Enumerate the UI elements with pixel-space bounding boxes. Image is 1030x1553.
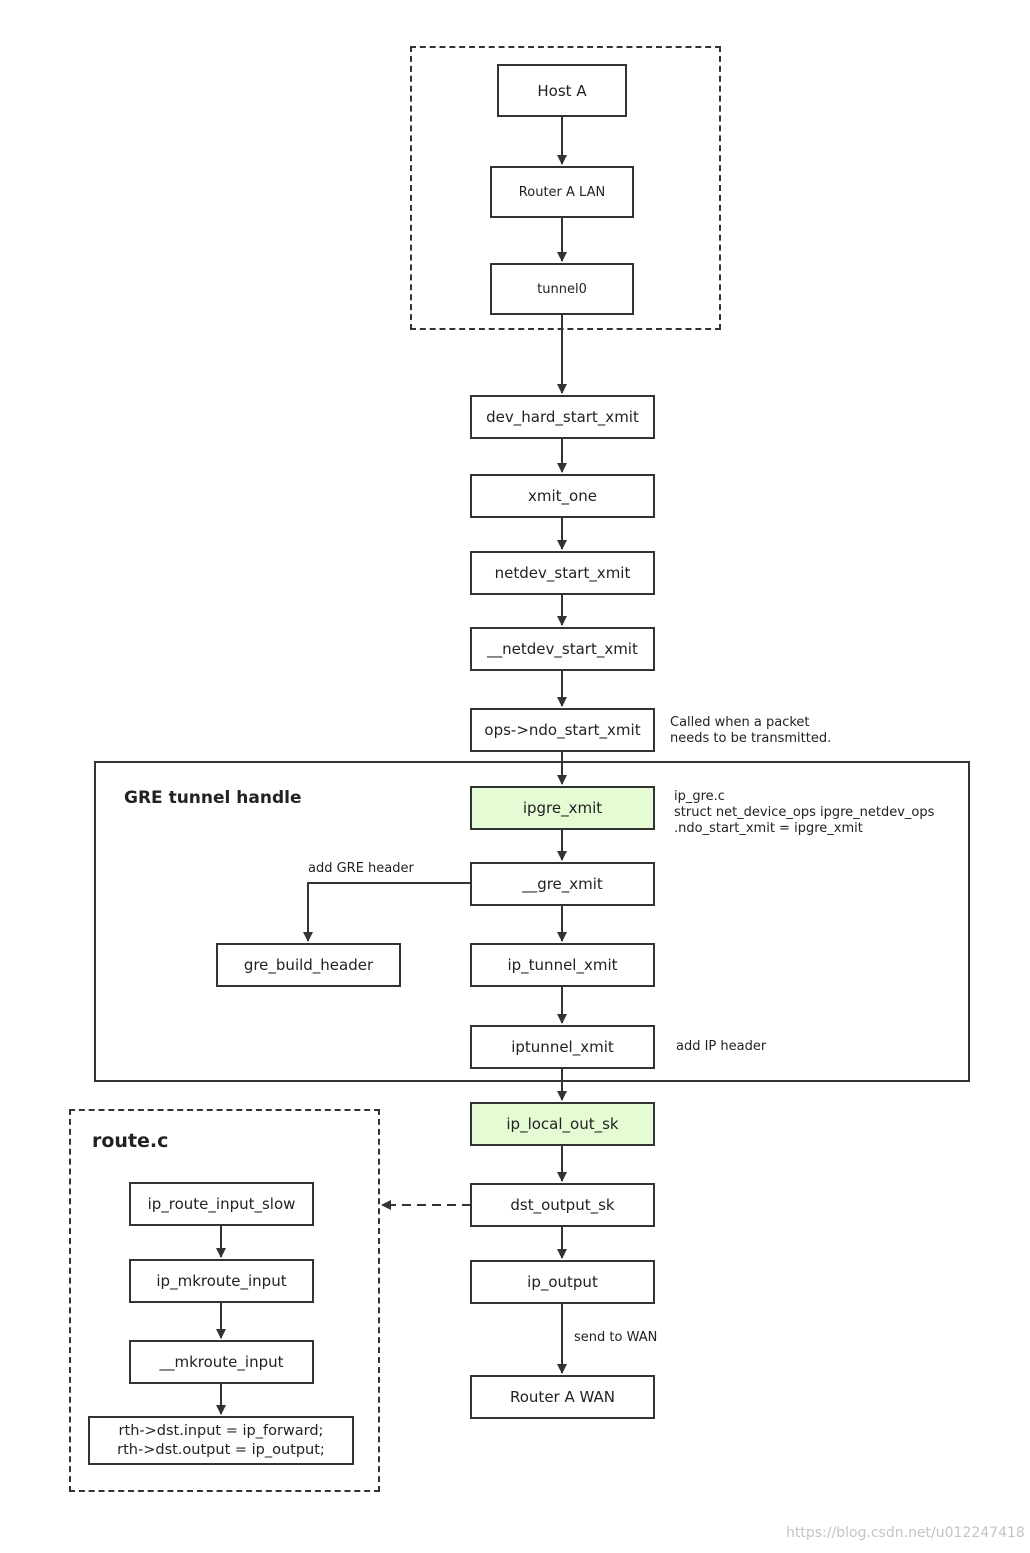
note-called-when: Called when a packet needs to be transmi… (670, 715, 831, 747)
node-router-a-lan: Router A LAN (490, 166, 634, 218)
arrow-__gre-to-gre-build-header (303, 882, 471, 942)
gre-tunnel-group (94, 761, 970, 1082)
node-rth-assignments: rth->dst.input = ip_forward; rth->dst.ou… (88, 1416, 354, 1465)
note-send-to-wan: send to WAN (574, 1330, 658, 1345)
node-netdev-start-xmit: netdev_start_xmit (470, 551, 655, 595)
node-ndo-start-xmit: ops->ndo_start_xmit (470, 708, 655, 752)
note-called-line-2: needs to be transmitted. (670, 731, 832, 746)
note-ipgre-line-1: ip_gre.c (674, 789, 725, 804)
rth-line-output: rth->dst.output = ip_output; (117, 1441, 325, 1458)
node-ip-tunnel-xmit: ip_tunnel_xmit (470, 943, 655, 987)
host-side-group (410, 46, 721, 330)
note-add-gre-header: add GRE header (308, 861, 414, 876)
note-add-ip-header: add IP header (676, 1039, 767, 1054)
node-host-a: Host A (497, 64, 627, 117)
note-ipgre-ops: ip_gre.c struct net_device_ops ipgre_net… (674, 789, 934, 837)
node-__netdev-start-xmit: __netdev_start_xmit (470, 627, 655, 671)
watermark: https://blog.csdn.net/u012247418 (786, 1525, 1025, 1541)
node-ip-mkroute-input: ip_mkroute_input (129, 1259, 314, 1303)
node-ip-local-out-sk: ip_local_out_sk (470, 1102, 655, 1146)
note-called-line-1: Called when a packet (670, 715, 810, 730)
node-tunnel0: tunnel0 (490, 263, 634, 315)
node-__mkroute-input: __mkroute_input (129, 1340, 314, 1384)
node-gre-build-header: gre_build_header (216, 943, 401, 987)
node-dst-output-sk: dst_output_sk (470, 1183, 655, 1227)
gre-group-title: GRE tunnel handle (124, 788, 302, 808)
node-xmit-one: xmit_one (470, 474, 655, 518)
route-c-group (69, 1109, 380, 1492)
note-ipgre-line-3: .ndo_start_xmit = ipgre_xmit (674, 821, 863, 836)
node-ip-route-input-slow: ip_route_input_slow (129, 1182, 314, 1226)
rth-line-input: rth->dst.input = ip_forward; (118, 1422, 324, 1439)
node-ip-output: ip_output (470, 1260, 655, 1304)
route-group-title: route.c (92, 1130, 169, 1152)
node-router-a-wan: Router A WAN (470, 1375, 655, 1419)
node-__gre-xmit: __gre_xmit (470, 862, 655, 906)
node-iptunnel-xmit: iptunnel_xmit (470, 1025, 655, 1069)
node-ipgre-xmit: ipgre_xmit (470, 786, 655, 830)
node-dev-hard-start-xmit: dev_hard_start_xmit (470, 395, 655, 439)
note-ipgre-line-2: struct net_device_ops ipgre_netdev_ops (674, 805, 935, 820)
